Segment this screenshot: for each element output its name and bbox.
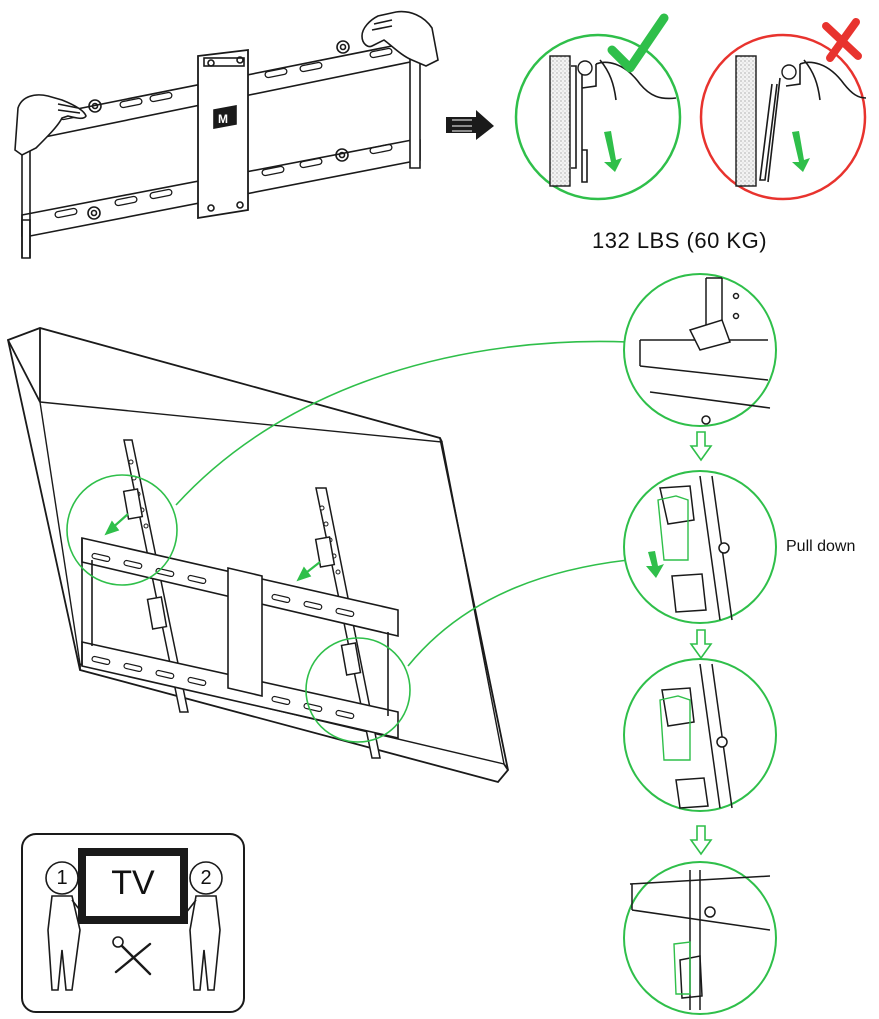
hand-icon [361, 10, 439, 67]
tv-label: TV [111, 864, 155, 902]
weight-capacity-label: 132 LBS (60 KG) [592, 228, 768, 253]
detail-step-3 [623, 658, 777, 812]
incorrect-hook-detail [699, 33, 867, 201]
hand-icon [14, 94, 87, 156]
two-person-lift-badge [21, 833, 245, 1013]
arrow-down-icon [689, 629, 713, 660]
zoom-callouts [66, 340, 629, 743]
person-2-label: 2 [200, 867, 212, 889]
wall-plate-frame [81, 536, 399, 740]
arrow-down-icon [689, 825, 713, 856]
check-icon [607, 13, 669, 73]
cross-icon [822, 18, 862, 62]
correct-hook-detail [514, 33, 682, 201]
arrow-right-icon [446, 110, 494, 140]
arrow-down-icon [689, 431, 713, 462]
detail-step-2 [623, 470, 777, 624]
wall-plate-top: M [21, 40, 421, 259]
svg-text:M: M [218, 112, 228, 126]
detail-step-1 [623, 273, 777, 427]
pull-down-label: Pull down [786, 538, 856, 555]
screwdriver-wrench-icon [112, 936, 152, 976]
person-1-label: 1 [56, 867, 68, 889]
detail-step-4 [623, 861, 777, 1015]
